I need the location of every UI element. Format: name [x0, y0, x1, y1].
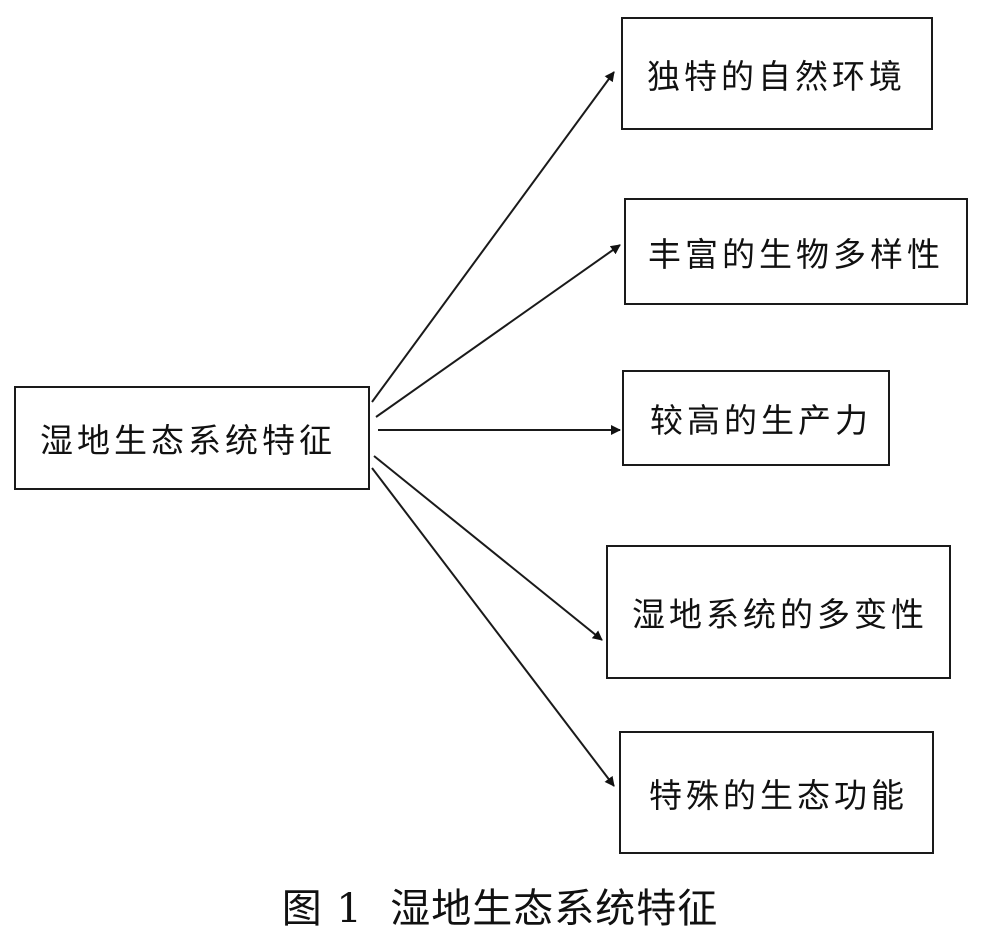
branch-node-label: 丰富的生物多样性 — [648, 234, 944, 274]
arrow-to-branch-1 — [371, 71, 615, 403]
figure-caption: 图 1 湿地生态系统特征 — [281, 886, 719, 932]
branch-node-label: 独特的自然环境 — [647, 56, 906, 96]
branch-node-ecological-function: 特殊的生态功能 — [619, 731, 934, 854]
arrow-to-branch-4 — [373, 455, 603, 641]
branch-node-biodiversity: 丰富的生物多样性 — [624, 198, 968, 305]
branch-node-variability: 湿地系统的多变性 — [606, 545, 951, 679]
branch-node-label: 特殊的生态功能 — [649, 775, 908, 815]
branch-node-label: 湿地系统的多变性 — [632, 595, 928, 634]
branch-node-label: 较高的生产力 — [650, 401, 872, 440]
root-node: 湿地生态系统特征 — [14, 386, 370, 490]
root-node-label: 湿地生态系统特征 — [40, 421, 336, 460]
arrow-to-branch-5 — [371, 467, 615, 787]
branch-node-natural-environment: 独特的自然环境 — [621, 17, 933, 130]
arrow-to-branch-2 — [375, 244, 621, 418]
branch-node-productivity: 较高的生产力 — [622, 370, 890, 466]
